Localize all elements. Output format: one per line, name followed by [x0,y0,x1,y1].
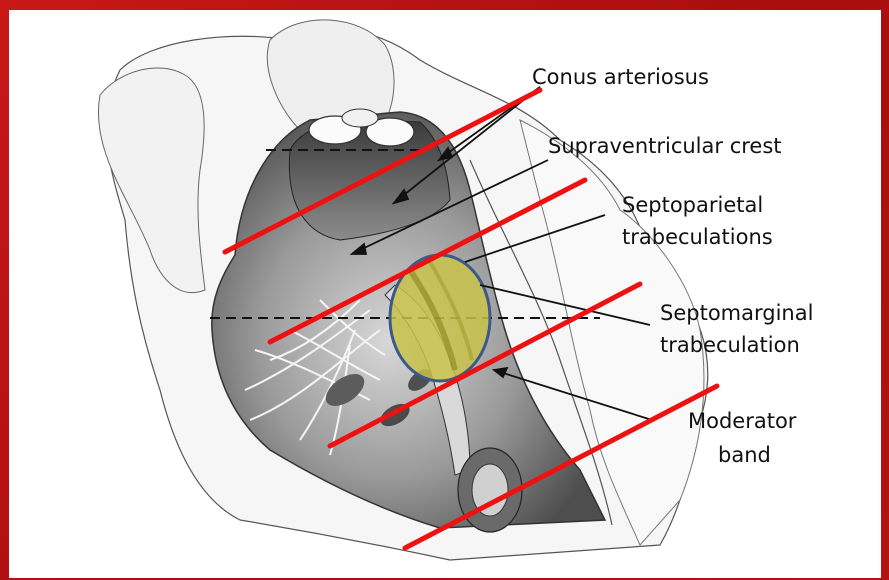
label-conus-arteriosus: Conus arteriosus [532,65,709,89]
label-moderator-line1: Moderator [688,409,797,433]
label-moderator-line2: band [718,443,771,467]
label-septoparietal-line1: Septoparietal [622,193,763,217]
label-septomarginal-line2: trabeculation [660,333,800,357]
label-septomarginal-line1: Septomarginal [660,301,813,325]
label-supraventricular-crest: Supraventricular crest [548,134,782,158]
label-septoparietal-line2: trabeculations [622,225,773,249]
